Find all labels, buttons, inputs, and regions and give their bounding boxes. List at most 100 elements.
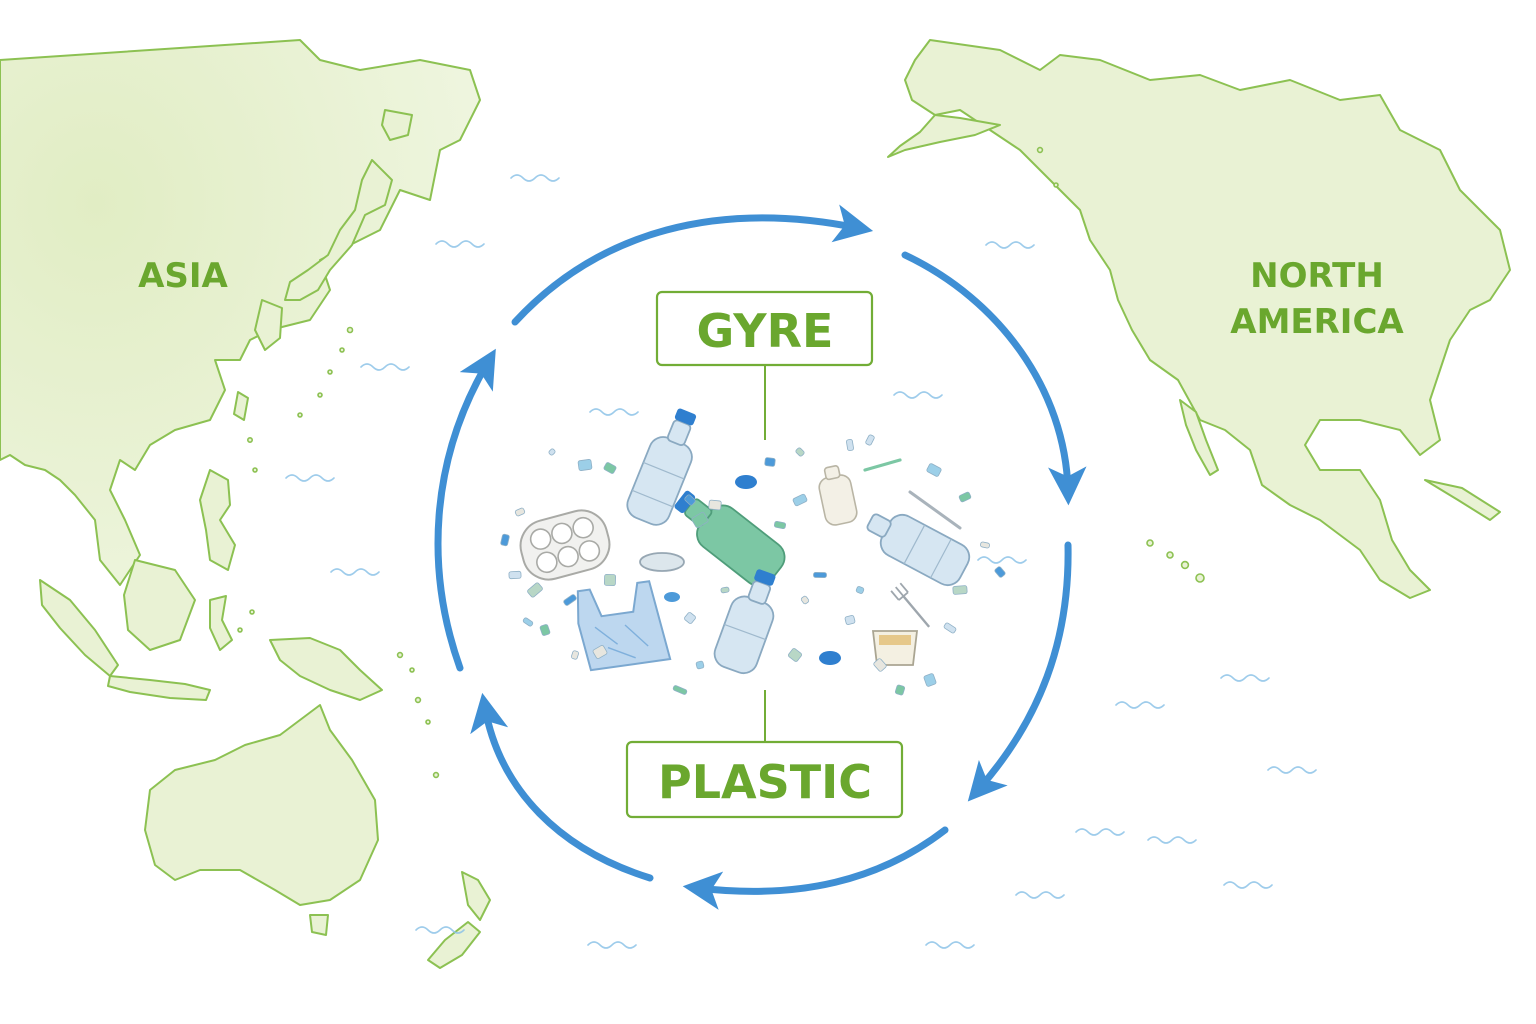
microplastic-fragment: [592, 645, 608, 659]
wave-mark: [1147, 836, 1197, 844]
microplastic-fragment: [539, 624, 551, 636]
baja-california: [1179, 399, 1219, 476]
straw-icon: [908, 490, 962, 530]
wave-mark: [330, 568, 380, 576]
clockwise-arrow-icon: [901, 251, 1087, 506]
plastic-bottle-icon: [866, 513, 971, 587]
wave-mark: [285, 474, 335, 482]
lid-icon: [639, 552, 685, 572]
microplastic-fragment: [773, 520, 787, 530]
pacific-islets-east: [1036, 146, 1205, 583]
bottle-cap-icon: [735, 475, 757, 489]
yogurt-cup-icon: [871, 630, 919, 666]
clockwise-arrow-icon: [470, 692, 654, 882]
pacific-islets-west: [237, 326, 440, 779]
microplastic-fragment: [603, 573, 617, 587]
microplastic-fragment: [943, 622, 957, 634]
microplastic-fragment: [720, 586, 730, 594]
plastic-debris-icon: [500, 408, 1006, 696]
gyre-current-arrows: [434, 204, 1087, 910]
north-america-label-line2: AMERICA: [1230, 302, 1404, 342]
microplastic-fragment: [894, 684, 906, 696]
gyre-label-box: [655, 290, 874, 367]
microplastic-fragment: [926, 463, 942, 477]
asia-label: ASIA: [138, 256, 228, 296]
new-zealand-south: [427, 921, 481, 969]
borneo: [123, 559, 196, 651]
korea: [254, 299, 283, 351]
japan-north: [381, 109, 413, 141]
microplastic-fragment: [855, 586, 865, 594]
alaska-peninsula: [887, 114, 1001, 158]
microplastic-fragment: [548, 448, 556, 456]
wave-mark: [1223, 881, 1273, 889]
java: [107, 675, 211, 701]
gyre-label: GYRE: [655, 290, 874, 367]
microplastic-fragments: [500, 434, 1006, 696]
microplastic-fragment: [958, 491, 972, 503]
microplastic-fragment: [672, 685, 688, 695]
microplastic-fragment: [923, 673, 937, 687]
microplastic-fragment: [691, 512, 709, 528]
north-america-mainland: [904, 39, 1511, 599]
wave-mark: [925, 941, 975, 949]
wave-mark: [510, 174, 560, 182]
microplastic-fragment: [684, 612, 696, 624]
asia-mainland: [0, 39, 481, 586]
microplastic-fragment: [527, 582, 543, 598]
wave-mark: [587, 941, 637, 949]
cuba: [1424, 479, 1501, 521]
microplastic-fragment: [994, 566, 1006, 578]
wave-mark: [1115, 701, 1165, 709]
japan: [284, 159, 393, 301]
ocean-waves: [285, 174, 1317, 949]
wave-mark: [415, 926, 465, 934]
microplastic-fragment: [571, 650, 579, 660]
clockwise-arrow-icon: [967, 541, 1072, 802]
microplastic-fragment: [846, 438, 854, 452]
wave-mark: [360, 363, 410, 371]
milk-jug-icon: [818, 465, 858, 526]
clockwise-arrow-icon: [511, 204, 874, 326]
plastic-label: PLASTIC: [625, 740, 904, 819]
clockwise-arrow-icon: [434, 348, 496, 672]
wave-mark: [985, 241, 1035, 249]
microplastic-fragment: [800, 595, 810, 605]
microplastic-fragment: [708, 499, 722, 511]
microplastic-fragment: [563, 594, 577, 606]
bottle-cap-icon: [664, 592, 680, 602]
wave-mark: [435, 240, 485, 248]
north-america-label-line1: NORTH: [1250, 256, 1384, 296]
plastic-bottle-icon: [713, 569, 776, 675]
wave-mark: [1015, 891, 1065, 899]
microplastic-fragment: [787, 648, 803, 662]
sulawesi: [209, 595, 233, 651]
microplastic-fragment: [813, 572, 827, 578]
plastic-label-box: [625, 740, 904, 819]
taiwan: [233, 391, 249, 421]
sumatra: [39, 579, 119, 677]
microplastic-fragment: [873, 658, 887, 672]
microplastic-fragment: [577, 459, 593, 471]
microplastic-fragment: [792, 493, 808, 507]
microplastic-fragment: [952, 585, 968, 595]
wave-mark: [1075, 828, 1125, 836]
plastic-label-text: PLASTIC: [658, 755, 872, 809]
new-zealand-north: [461, 871, 491, 921]
six-pack-ring-icon: [519, 509, 611, 581]
plastic-fork-icon: [890, 582, 931, 628]
microplastic-fragment: [795, 447, 805, 457]
asia-landmass: [0, 39, 491, 969]
microplastic-fragment: [603, 462, 617, 474]
microplastic-fragment: [500, 533, 510, 547]
wave-mark: [1267, 766, 1317, 774]
microplastic-fragment: [508, 570, 522, 580]
microplastic-fragment: [695, 660, 705, 670]
new-guinea: [269, 637, 383, 701]
microplastic-fragment: [684, 494, 696, 506]
microplastic-fragment: [522, 617, 534, 627]
wave-mark: [893, 391, 943, 399]
australia: [144, 704, 379, 906]
